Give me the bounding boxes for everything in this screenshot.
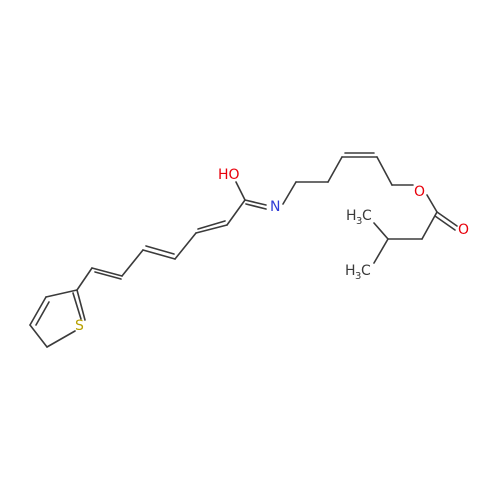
bond <box>76 267 93 291</box>
methyl-c: C <box>362 208 372 224</box>
polyene-chain <box>76 199 246 291</box>
bond <box>426 194 438 213</box>
imidic-group <box>235 181 267 210</box>
bond <box>174 232 197 260</box>
bond <box>142 249 176 260</box>
bond <box>373 238 389 264</box>
bond <box>244 199 267 206</box>
bond <box>29 324 48 348</box>
ester-group <box>373 194 458 264</box>
bond <box>76 289 86 321</box>
methyl-label-upper: H 3 C <box>346 208 372 227</box>
bond <box>195 224 228 234</box>
methyl-h: H <box>345 263 356 279</box>
ester-oxygen-label: O <box>414 184 425 200</box>
bond <box>327 156 343 183</box>
methyl-subscript: 3 <box>356 216 362 227</box>
thiophene-ring <box>29 289 86 348</box>
methyl-subscript: 3 <box>355 271 361 282</box>
bond <box>434 215 456 231</box>
sulfur-label: S <box>75 318 84 334</box>
bond <box>226 199 246 226</box>
bond <box>94 271 122 280</box>
bond <box>421 211 438 240</box>
hydroxyl-label: HO <box>218 167 240 183</box>
bond <box>29 296 47 326</box>
bond <box>45 289 78 298</box>
bond <box>376 156 393 186</box>
bond <box>121 249 144 277</box>
bond <box>436 211 458 227</box>
bond <box>91 267 123 277</box>
methyl-h: H <box>346 208 357 224</box>
bond <box>245 203 267 210</box>
bond <box>145 245 175 255</box>
bond <box>282 181 297 205</box>
methyl-label-lower: H 3 C <box>345 263 371 282</box>
bond <box>72 292 82 320</box>
butenyl-chain <box>282 152 414 205</box>
bond <box>46 330 76 348</box>
bond <box>197 220 226 230</box>
bond <box>235 181 246 201</box>
bond <box>373 222 389 240</box>
nitrogen-label: N <box>270 199 280 215</box>
methyl-c: C <box>361 263 371 279</box>
bond <box>35 301 50 326</box>
carbonyl-oxygen-label: O <box>458 222 469 238</box>
